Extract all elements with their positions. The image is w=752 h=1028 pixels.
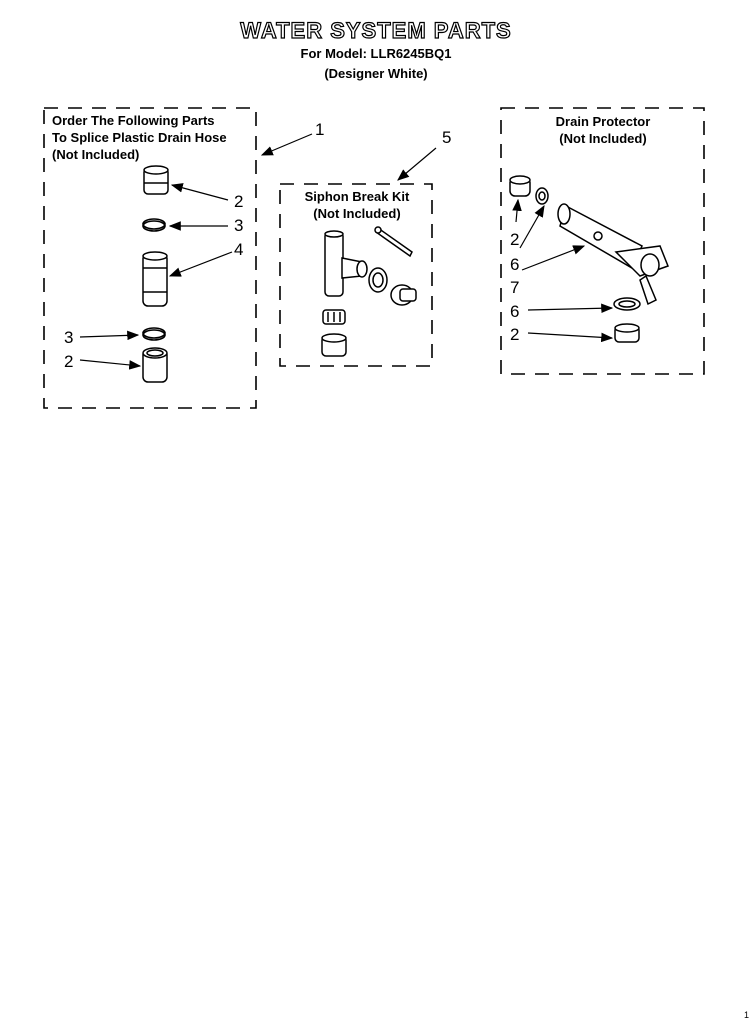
drain-cap-part [509,175,531,197]
drain-leader-lines [512,198,614,343]
drain-gasket-part [613,297,641,311]
page-title: WATER SYSTEM PARTS [240,17,512,43]
page-mark: 1 [744,1010,750,1020]
callout-number: 3 [64,328,74,347]
drain-group-box [500,107,705,375]
callout-number: 2 [64,352,74,371]
drain-label-line1: Drain Protector [555,114,651,129]
drain-group-label: Drain Protector (Not Included) [503,113,703,147]
splice-leader-lines [79,133,313,370]
drain-label-line2: (Not Included) [559,131,647,146]
model-line: For Model: LLR6245BQ1 [300,46,452,61]
callout-number: 3 [234,216,244,235]
siphon-tee-part [324,230,368,297]
siphon-cap-part [321,333,347,357]
splice-group-label: Order The Following Parts To Splice Plas… [52,112,227,163]
callout-number: 2 [510,230,520,249]
callout-number: 6 [510,302,520,321]
connector-part [143,165,169,195]
callout-number: 5 [442,128,452,147]
callout-number: 7 [510,278,520,297]
siphon-group-label: Siphon Break Kit (Not Included) [282,188,432,222]
siphon-ring-part [322,309,346,325]
variant-line: (Designer White) [324,66,428,81]
drain-ring-part [535,187,549,205]
siphon-label-line2: (Not Included) [313,206,401,221]
drain-connector-part [614,323,640,343]
clamp-part [142,218,166,232]
splice-group-box [43,107,257,409]
connector-part-lower [142,347,168,383]
splice-label-line2: To Splice Plastic Drain Hose [52,130,227,145]
drain-body-part [557,203,669,306]
splice-label-line1: Order The Following Parts [52,113,215,128]
siphon-leader-line [397,147,437,181]
siphon-rod-part [374,226,413,258]
callout-number: 1 [315,120,325,139]
callout-number: 2 [510,325,520,344]
siphon-nut-part [368,267,388,293]
callout-number: 4 [234,240,244,259]
splice-tube-part [142,251,168,307]
siphon-group-box [279,183,433,367]
siphon-fitting-part [390,284,417,306]
callout-number: 2 [234,192,244,211]
siphon-label-line1: Siphon Break Kit [304,189,410,204]
splice-label-line3: (Not Included) [52,147,140,162]
callout-number: 6 [510,255,520,274]
clamp-part-lower [142,327,166,341]
